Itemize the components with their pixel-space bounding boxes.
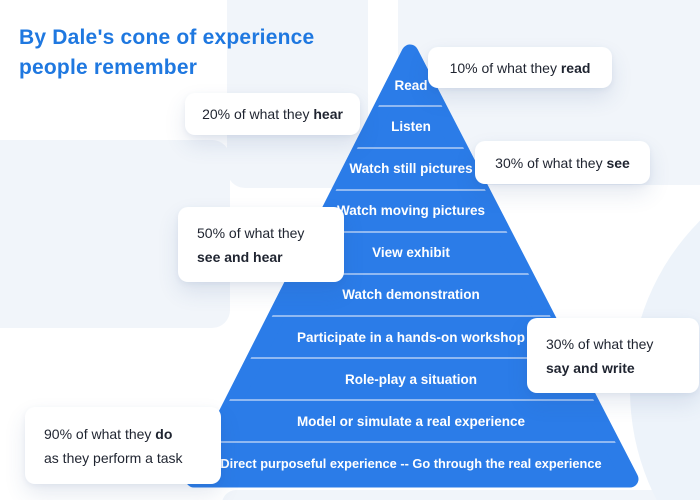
callout-hear-bold: hear (313, 106, 343, 122)
callout-hear-text: 20% of what they hear (202, 106, 343, 122)
callout-say-and-write-text: 30% of what they say and write (546, 332, 653, 380)
pyramid-row-label-listen: Listen (391, 119, 431, 134)
callout-do-line1-pre: 90% of what they (44, 425, 156, 442)
callout-say-and-write: 30% of what they say and write (527, 318, 699, 393)
callout-see: 30% of what they see (475, 141, 650, 184)
callout-do-line1: 90% of what they do (44, 422, 183, 446)
callout-see-and-hear-text: 50% of what they see and hear (197, 221, 304, 269)
page-title: By Dale's cone of experience people reme… (19, 23, 314, 83)
callout-do-text: 90% of what they do as they perform a ta… (44, 422, 183, 470)
pyramid-row-label-simulate: Model or simulate a real experience (297, 414, 526, 429)
callout-see-text: 30% of what they see (495, 155, 630, 171)
page-title-line2: people remember (19, 56, 198, 79)
callout-do: 90% of what they do as they perform a ta… (25, 407, 221, 484)
callout-see-and-hear-line2: see and hear (197, 248, 283, 265)
callout-see-pre: 30% of what they (495, 154, 607, 171)
pyramid-row-label-direct: Direct purposeful experience -- Go throu… (220, 456, 601, 471)
callout-read: 10% of what they read (428, 47, 612, 88)
pyramid-row-label-roleplay: Role-play a situation (345, 372, 477, 387)
pyramid-row-label-moving: Watch moving pictures (337, 203, 485, 218)
callout-see-bold: see (606, 154, 630, 171)
callout-say-and-write-line1: 30% of what they (546, 335, 654, 352)
pyramid-row-label-demo: Watch demonstration (342, 287, 480, 302)
callout-hear-pre: 20% of what they (202, 106, 314, 122)
pyramid-row-label-read: Read (394, 78, 427, 93)
pyramid-row-label-exhibit: View exhibit (372, 245, 450, 260)
callout-do-line2: as they perform a task (44, 449, 183, 466)
callout-read-text: 10% of what they read (450, 60, 591, 76)
pyramid-row-label-still: Watch still pictures (349, 161, 472, 176)
callout-do-line1-bold: do (155, 425, 173, 442)
callout-see-and-hear: 50% of what they see and hear (178, 207, 344, 282)
callout-read-bold: read (560, 59, 591, 76)
callout-say-and-write-line2: say and write (546, 359, 635, 376)
callout-read-pre: 10% of what they (449, 59, 561, 76)
background-tile-bottom (222, 490, 700, 500)
pyramid-row-label-workshop: Participate in a hands-on workshop (297, 330, 525, 345)
callout-hear: 20% of what they hear (185, 93, 360, 135)
pyramid-row-labels: Read Listen Watch still pictures Watch m… (220, 78, 601, 471)
page-title-line1: By Dale's cone of experience (19, 26, 315, 49)
callout-see-and-hear-line1: 50% of what they (197, 224, 305, 241)
